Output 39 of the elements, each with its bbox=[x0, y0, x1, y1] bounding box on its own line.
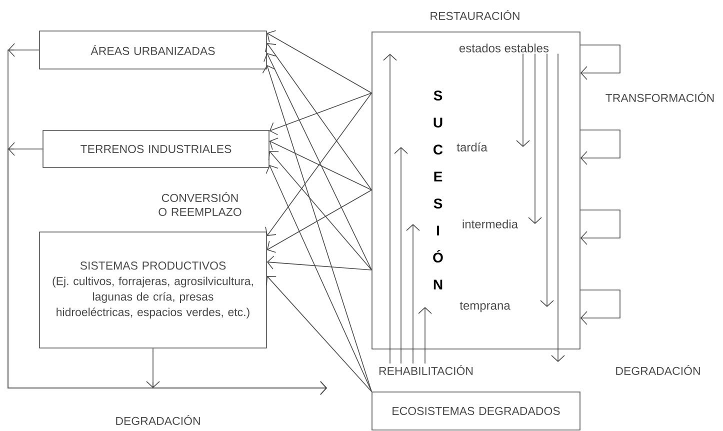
arrow bbox=[418, 307, 432, 364]
arrow bbox=[264, 53, 372, 270]
arrow bbox=[580, 210, 620, 245]
arrow bbox=[580, 130, 620, 165]
arrow bbox=[516, 53, 530, 147]
stage-label: estados estables bbox=[459, 44, 549, 52]
arrow bbox=[266, 276, 372, 392]
arrow bbox=[394, 147, 408, 364]
arrow bbox=[262, 65, 372, 392]
arrow bbox=[406, 224, 420, 364]
stage-label: intermedia bbox=[462, 220, 518, 228]
stage-label: tardía bbox=[456, 142, 488, 152]
arrow bbox=[269, 92, 372, 136]
arrow bbox=[540, 53, 554, 307]
arrow bbox=[528, 53, 542, 224]
arrow bbox=[265, 92, 372, 236]
arrow bbox=[383, 54, 397, 364]
stage-label: temprana bbox=[460, 302, 510, 312]
arrow bbox=[266, 30, 372, 94]
arrow bbox=[269, 138, 372, 190]
arrow bbox=[265, 43, 372, 190]
arrow bbox=[580, 44, 620, 80]
category-box: TERRENOS INDUSTRIALES bbox=[42, 130, 270, 168]
process-label: RESTAURACIÓN bbox=[430, 10, 520, 20]
process-label: DEGRADACIÓN bbox=[616, 364, 700, 376]
process-label: CONVERSIÓN O REEMPLAZO bbox=[158, 192, 242, 216]
arrow bbox=[146, 348, 327, 395]
category-box: SISTEMAS PRODUCTIVOS (Ej. cultivos, forrajeras, agrosilvicultura, lagunas de cría, presas hidroeléctricas, espacios verdes, etc.) bbox=[39, 232, 267, 348]
arrow bbox=[266, 190, 372, 253]
arrow bbox=[580, 290, 620, 325]
process-label: TRANSFORMACIÓN bbox=[606, 92, 714, 102]
category-box: ECOSISTEMAS DEGRADADOS bbox=[372, 392, 580, 430]
process-label: DEGRADACIÓN bbox=[116, 414, 200, 426]
arrow bbox=[268, 151, 372, 270]
process-label: REHABILITACIÓN bbox=[379, 364, 473, 376]
arrow bbox=[551, 53, 565, 362]
category-box: ÁREAS URBANIZADAS bbox=[39, 30, 267, 70]
arrow bbox=[266, 256, 372, 270]
arrow bbox=[266, 165, 372, 392]
